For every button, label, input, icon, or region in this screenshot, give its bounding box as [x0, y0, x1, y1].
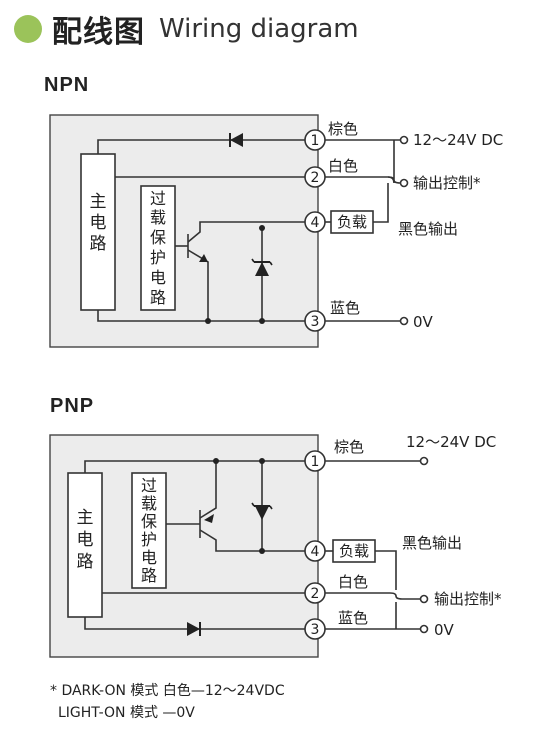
- pnp-main-char-3: 路: [77, 552, 94, 572]
- npn-main-char-3: 路: [90, 234, 107, 254]
- pnp-0v-label: 0V: [434, 621, 455, 639]
- pnp-protect-char-3: 保: [141, 512, 157, 531]
- npn-protect-char-4: 护: [150, 248, 166, 267]
- pnp-pin-1: [304, 450, 326, 472]
- pnp-main-char-1: 主: [77, 508, 94, 528]
- npn-terminal-output: [399, 178, 409, 188]
- npn-pin-4: [304, 211, 326, 233]
- pnp-supply-label: 12～24V DC: [406, 433, 496, 451]
- pnp-protect-char-2: 载: [141, 494, 157, 513]
- npn-wire-white: 白色: [328, 157, 358, 175]
- pnp-transistor-arrow-icon: [204, 514, 214, 523]
- npn-supply-label: 12～24V DC: [413, 131, 503, 149]
- npn-black-out-label: 黑色输出: [398, 220, 458, 238]
- npn-wire-blue: 蓝色: [330, 299, 360, 317]
- pnp-main-char-2: 电: [77, 530, 94, 550]
- npn-output-label: 输出控制*: [413, 174, 481, 192]
- npn-protect-char-1: 过: [150, 189, 166, 208]
- npn-load-box: [330, 210, 374, 234]
- header-dot-icon: [14, 15, 42, 43]
- npn-transistor-arrow-icon: [199, 254, 208, 262]
- pnp-pin-4-label: 4: [311, 544, 320, 560]
- npn-protect-char-6: 路: [150, 288, 166, 307]
- page-title-en: Wiring diagram: [159, 14, 359, 44]
- pnp-protect-char-5: 电: [141, 548, 157, 567]
- npn-pin-1: [304, 129, 326, 151]
- pnp-terminal-supply: [419, 456, 429, 466]
- note-line-1: * DARK-ON 模式 白色—12～24VDC: [50, 683, 285, 699]
- pnp-protect-char-4: 护: [141, 530, 157, 549]
- pnp-pin-3: [304, 618, 326, 640]
- pnp-load-label: 负载: [339, 542, 369, 560]
- npn-pin-2: [304, 166, 326, 188]
- npn-load-label: 负载: [337, 213, 367, 231]
- npn-main-char-2: 电: [90, 213, 107, 233]
- npn-zener-icon: [251, 258, 273, 276]
- pnp-wire-brown: 棕色: [334, 438, 364, 456]
- npn-protect-char-3: 保: [150, 228, 166, 247]
- pnp-main-circuit-box: [67, 472, 103, 618]
- npn-protect-char-2: 载: [150, 208, 166, 227]
- npn-0v-label: 0V: [413, 313, 434, 331]
- pnp-black-out-label: 黑色输出: [402, 534, 462, 552]
- npn-protect-char-5: 电: [150, 268, 166, 287]
- header: 配线图 Wiring diagram: [14, 6, 359, 52]
- npn-protect-circuit-box: [140, 185, 176, 311]
- npn-terminal-0v: [399, 316, 409, 326]
- pnp-pin-2: [304, 582, 326, 604]
- npn-pin-1-label: 1: [311, 133, 320, 149]
- pnp-output-label: 输出控制*: [434, 590, 502, 608]
- pnp-load-box: [332, 539, 376, 563]
- npn-pin-4-label: 4: [311, 215, 320, 231]
- note-line-2: LIGHT-ON 模式 —0V: [58, 705, 195, 721]
- npn-diode-icon: [229, 133, 243, 147]
- pnp-pin-4: [304, 540, 326, 562]
- pnp-wire-white: 白色: [338, 573, 368, 591]
- pnp-pin-2-label: 2: [311, 586, 320, 602]
- pnp-title: PNP: [50, 395, 95, 417]
- npn-wire-brown: 棕色: [328, 120, 358, 138]
- pnp-protect-circuit-box: [131, 472, 167, 589]
- npn-pin-3-label: 3: [311, 314, 320, 330]
- pnp-terminal-output: [419, 594, 429, 604]
- pnp-zener-icon: [251, 502, 273, 520]
- pnp-protect-char-6: 路: [141, 566, 157, 585]
- npn-main-char-1: 主: [90, 192, 107, 212]
- pnp-terminal-0v: [419, 624, 429, 634]
- pnp-protect-char-1: 过: [141, 476, 157, 495]
- npn-terminal-supply: [399, 135, 409, 145]
- npn-title: NPN: [44, 74, 90, 96]
- pnp-pin-1-label: 1: [311, 454, 320, 470]
- npn-main-circuit-box: [80, 153, 116, 311]
- page-title-cn: 配线图: [52, 15, 145, 50]
- pnp-pin-3-label: 3: [311, 622, 320, 638]
- npn-pin-2-label: 2: [311, 170, 320, 186]
- pnp-wire-blue: 蓝色: [338, 609, 368, 627]
- pnp-diode-icon: [187, 622, 201, 636]
- npn-pin-3: [304, 310, 326, 332]
